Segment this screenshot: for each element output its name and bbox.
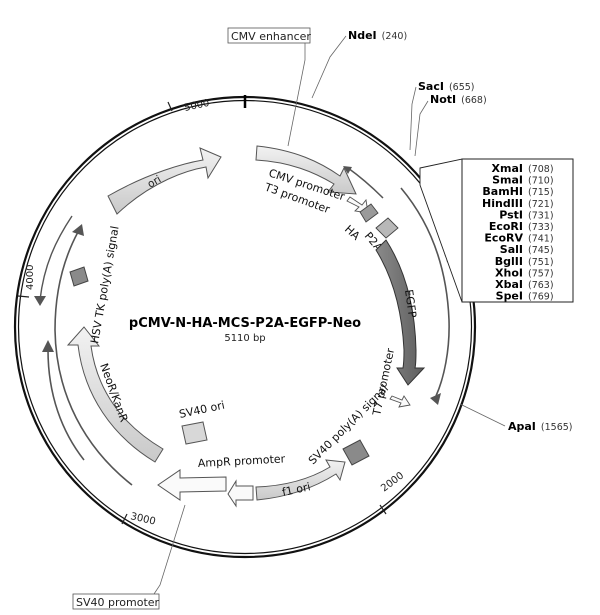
sv40-polya-block: [342, 439, 370, 466]
ori-label: ori: [146, 173, 164, 190]
cmv-enhancer-label: CMV enhancer: [231, 30, 311, 43]
p2a-block: [375, 217, 399, 239]
mcs-site-bglii: BglII(751): [495, 255, 554, 268]
f1-ori-arrow: [255, 459, 346, 501]
mcs-site-psti: PstI(731): [499, 208, 553, 221]
ha-block: [359, 203, 379, 223]
sv40-promoter-leader: [153, 504, 186, 595]
cmv-enhancer-leader: [287, 43, 306, 147]
cmv-arc: [347, 167, 384, 199]
ampr-arrow: [157, 469, 227, 501]
sv40-promoter-label: SV40 promoter: [76, 596, 160, 609]
noti-leader: [414, 100, 429, 157]
mcs-site-list: XmaI(708)SmaI(710)BamHI(715)HindIII(721)…: [482, 162, 554, 303]
site-ndei: NdeI(240): [348, 29, 407, 42]
site-noti: NotI(668): [430, 93, 487, 106]
saci-leader: [409, 86, 417, 151]
ori-arrow: [107, 147, 222, 215]
egfp-arrow: [375, 239, 426, 386]
tick-label-4000: 4000: [25, 265, 36, 290]
ampr-promoter-arrow: [227, 479, 254, 508]
left-arc-outer: [54, 231, 133, 486]
mcs-site-bamhi: BamHI(715): [482, 185, 553, 198]
egfp-label: EGFP: [402, 289, 419, 319]
right-arc: [400, 187, 450, 397]
apai-leader: [459, 403, 506, 427]
hsv-tk-polya-label: HSV TK poly(A) signal: [88, 225, 121, 345]
mcs-site-smai: SmaI(710): [492, 174, 553, 187]
tick-label-3000: 3000: [129, 511, 156, 527]
f1-ori-label: f1 ori: [281, 480, 312, 499]
mcs-callout-wedge: [419, 158, 463, 303]
sv40-promoter-box: [72, 593, 160, 610]
tick-label-5000: 5000: [183, 98, 210, 114]
t7-promoter-arrow: [389, 395, 411, 408]
neor-kanr-arrow: [66, 326, 164, 463]
ha-label: HA: [342, 223, 363, 244]
ampr-promoter-label: AmpR promoter: [197, 452, 285, 470]
right-arc-arrow: [430, 393, 441, 405]
mcs-site-ecori: EcoRI(733): [489, 220, 554, 233]
site-saci: SacI(655): [418, 80, 475, 93]
mcs-site-xhoi: XhoI(757): [495, 266, 554, 279]
hsv-tk-polya-block: [69, 266, 89, 287]
plasmid-name: pCMV-N-HA-MCS-P2A-EGFP-Neo: [129, 316, 361, 331]
mcs-site-xbai: XbaI(763): [495, 278, 553, 291]
plasmid-size: 5110 bp: [224, 333, 265, 344]
cmv-promoter-arrow: [255, 145, 357, 195]
left-arc-inner: [47, 349, 85, 461]
left-arc-inner-arrow: [42, 340, 54, 352]
left-arc-top-arrow: [34, 296, 46, 306]
cmv-arc-arrow: [343, 166, 352, 174]
mcs-site-spei: SpeI(769): [496, 290, 554, 303]
mcs-site-hindiii: HindIII(721): [482, 197, 554, 210]
sv40-ori-block: [181, 421, 208, 445]
left-arc-outer-arrow: [72, 224, 84, 236]
site-apai: ApaI(1565): [508, 420, 573, 433]
cmv-enhancer-box: [227, 27, 311, 44]
ndei-leader: [311, 35, 347, 99]
mcs-site-sali: SalI(745): [500, 243, 554, 256]
mcs-box: [461, 158, 574, 303]
mcs-site-ecorv: EcoRV(741): [484, 232, 553, 245]
mcs-site-xmai: XmaI(708): [492, 162, 554, 175]
sv40-ori-label: SV40 ori: [178, 399, 226, 421]
left-arc-top: [39, 215, 73, 301]
